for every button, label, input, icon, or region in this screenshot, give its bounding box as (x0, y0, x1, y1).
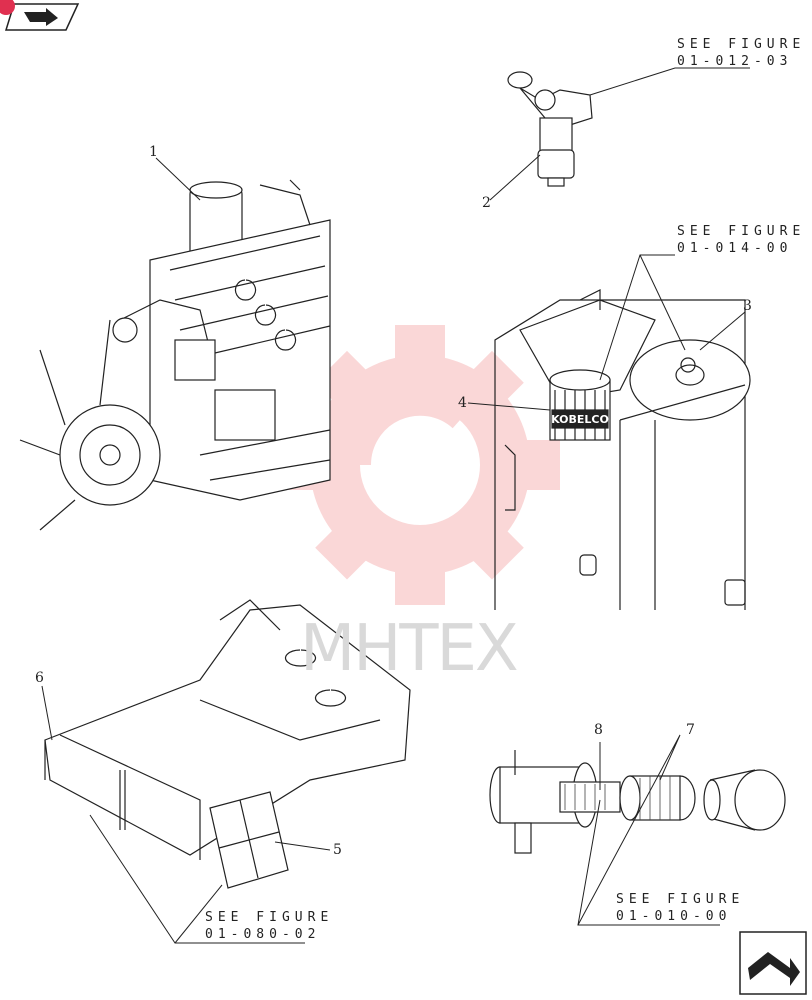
item-number-1: 1 (149, 144, 158, 160)
cab-filter-panel (209, 791, 289, 889)
engine-assembly (19, 179, 331, 531)
item-number-5: 5 (333, 842, 342, 858)
callout-line2: 01-012-03 (677, 54, 793, 69)
hydraulic-filter-element: KOBELCO (549, 369, 611, 441)
callout-fig-01-080-02[interactable]: SEE FIGURE 01-080-02 (205, 909, 333, 943)
fuel-filter (507, 71, 593, 187)
air-conditioner-unit (44, 599, 411, 860)
next-page-button[interactable] (739, 931, 807, 995)
callout-line2: 01-010-00 (616, 909, 732, 924)
callout-line1: SEE FIGURE (677, 224, 806, 239)
item-number-3: 3 (743, 298, 752, 314)
watermark-text: MHTEX (300, 612, 519, 686)
item-number-2: 2 (482, 195, 491, 211)
callout-line2: 01-014-00 (677, 241, 793, 256)
callout-line1: SEE FIGURE (616, 892, 745, 907)
callout-line2: 01-080-02 (205, 927, 321, 942)
prev-page-button[interactable] (0, 0, 80, 31)
leader-lines (41, 67, 750, 944)
callout-fig-01-012-03[interactable]: SEE FIGURE 01-012-03 (677, 36, 805, 70)
filter-brand-label: KOBELCO (551, 413, 609, 426)
callout-fig-01-010-00[interactable]: SEE FIGURE 01-010-00 (616, 891, 744, 925)
item-number-7: 7 (686, 722, 695, 738)
callout-line1: SEE FIGURE (677, 37, 806, 52)
callout-line1: SEE FIGURE (205, 910, 334, 925)
callout-fig-01-014-00[interactable]: SEE FIGURE 01-014-00 (677, 223, 805, 257)
air-cleaner-assembly (489, 750, 786, 854)
item-number-6: 6 (35, 670, 44, 686)
item-number-4: 4 (458, 395, 467, 411)
item-number-8: 8 (594, 722, 603, 738)
